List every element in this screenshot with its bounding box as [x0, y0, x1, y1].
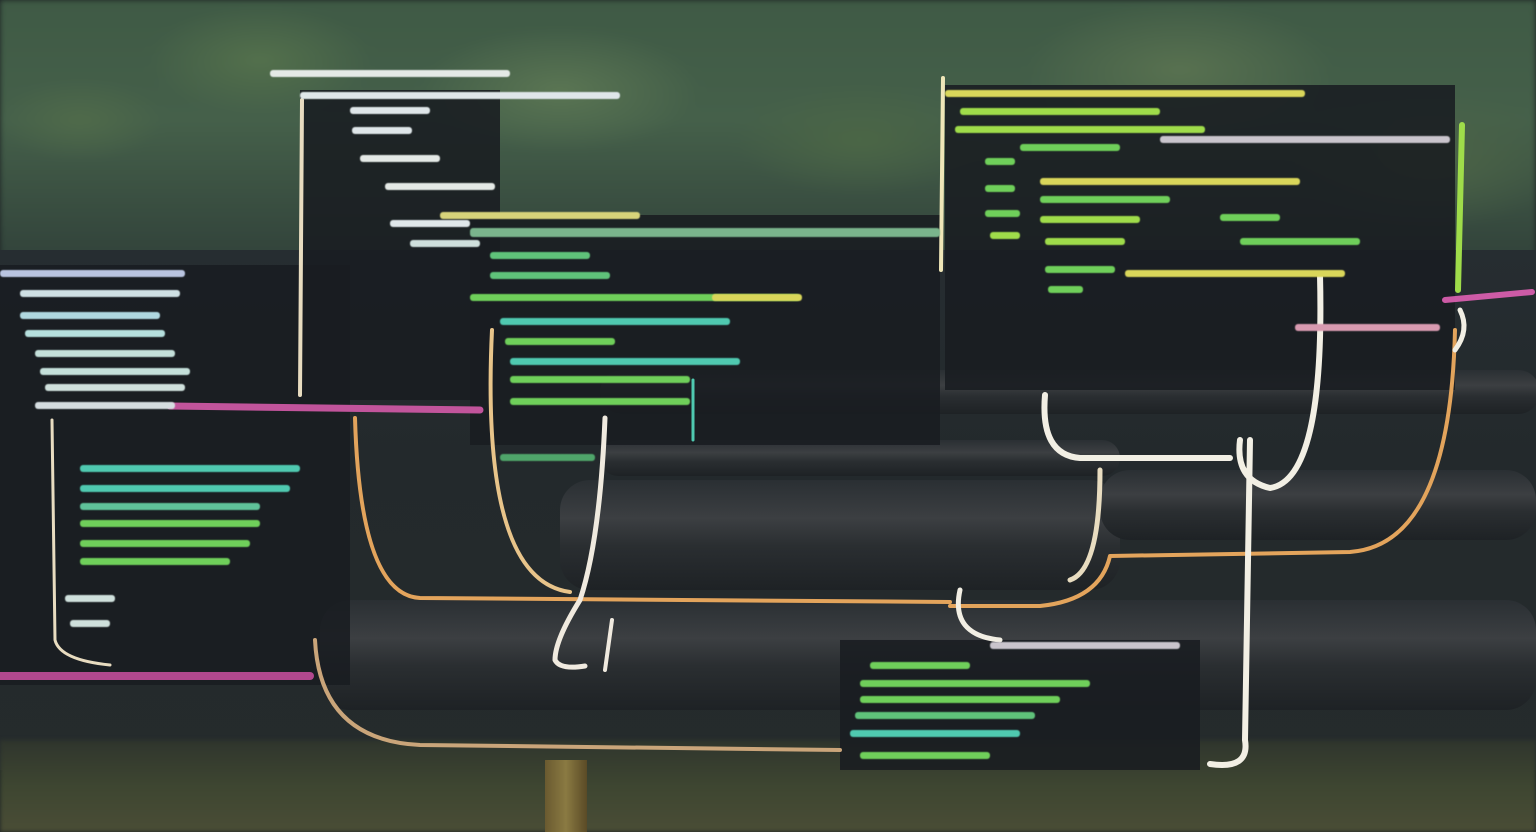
- code-line: [510, 398, 690, 405]
- code-line: [470, 294, 800, 301]
- code-line: [1045, 238, 1125, 245]
- code-line: [35, 350, 175, 357]
- white-hook-4: [1236, 272, 1324, 491]
- orange-wire-2: [488, 328, 572, 594]
- code-line: [860, 696, 1060, 703]
- code-line: [80, 520, 260, 527]
- code-line: [945, 90, 1305, 97]
- code-line: [45, 384, 185, 391]
- code-line: [955, 126, 1205, 133]
- code-line: [1220, 214, 1280, 221]
- code-line: [410, 240, 480, 247]
- code-line: [985, 158, 1015, 165]
- code-line: [855, 712, 1035, 719]
- code-line: [20, 312, 160, 319]
- white-hook-1: [552, 415, 608, 670]
- code-line: [1160, 136, 1450, 143]
- code-line: [20, 290, 180, 297]
- code-line: [1240, 238, 1360, 245]
- code-line: [510, 358, 740, 365]
- code-line: [850, 730, 1020, 737]
- white-hook-3: [1041, 392, 1233, 461]
- code-line: [360, 155, 440, 162]
- white-hook-7: [955, 587, 1003, 643]
- pipe-4: [1100, 470, 1536, 540]
- code-line: [500, 318, 730, 325]
- code-line: [490, 252, 590, 259]
- orange-wire-4: [313, 638, 842, 752]
- code-line: [1045, 266, 1115, 273]
- code-line: [350, 107, 430, 114]
- code-line: [35, 402, 175, 409]
- code-line: [352, 127, 412, 134]
- code-line: [80, 540, 250, 547]
- code-line: [1040, 196, 1170, 203]
- top-right-code-panel: [945, 85, 1455, 390]
- code-line: [440, 212, 640, 219]
- code-line: [390, 220, 470, 227]
- code-line: [80, 503, 260, 510]
- code-line: [385, 183, 495, 190]
- code-line: [80, 558, 230, 565]
- code-line: [25, 330, 165, 337]
- code-line: [960, 108, 1160, 115]
- code-line: [270, 70, 510, 77]
- code-line: [990, 642, 1180, 649]
- code-line: [870, 662, 970, 669]
- white-hook-6: [1067, 467, 1103, 583]
- code-line: [40, 368, 190, 375]
- code-line: [470, 228, 940, 237]
- code-line: [80, 465, 300, 472]
- pipe-3: [560, 480, 1120, 590]
- code-line: [65, 595, 115, 602]
- orange-wire-1: [353, 416, 952, 604]
- code-line: [0, 270, 185, 277]
- pink-wire-right: [1442, 289, 1535, 303]
- code-line: [510, 376, 690, 383]
- code-line: [300, 92, 620, 99]
- white-hook-5: [1207, 437, 1253, 768]
- orange-wire-3: [948, 328, 1457, 608]
- code-line: [80, 485, 290, 492]
- pipe-2: [600, 440, 1120, 476]
- white-hook-2: [603, 618, 614, 672]
- code-line: [70, 620, 110, 627]
- code-line: [990, 232, 1020, 239]
- code-line: [1040, 216, 1140, 223]
- code-line: [490, 272, 610, 279]
- pink-wire-top: [166, 402, 484, 414]
- code-line: [985, 185, 1015, 192]
- green-wire: [1455, 122, 1465, 293]
- code-line: [1040, 178, 1300, 185]
- wooden-post: [545, 760, 587, 832]
- code-line: [1295, 324, 1440, 331]
- code-line: [500, 454, 595, 461]
- code-line: [712, 294, 802, 301]
- white-hook-8: [1452, 307, 1467, 353]
- code-line: [985, 210, 1020, 217]
- code-line: [1020, 144, 1120, 151]
- ground-strip: [0, 740, 1536, 832]
- code-line: [860, 752, 990, 759]
- cream-wire-2: [50, 418, 112, 667]
- code-line: [1048, 286, 1083, 293]
- code-line: [505, 338, 615, 345]
- cream-wire-1: [298, 98, 304, 397]
- cream-wire-3: [939, 76, 945, 272]
- code-line: [860, 680, 1090, 687]
- code-line: [1125, 270, 1345, 277]
- bottom-code-panel: [840, 640, 1200, 770]
